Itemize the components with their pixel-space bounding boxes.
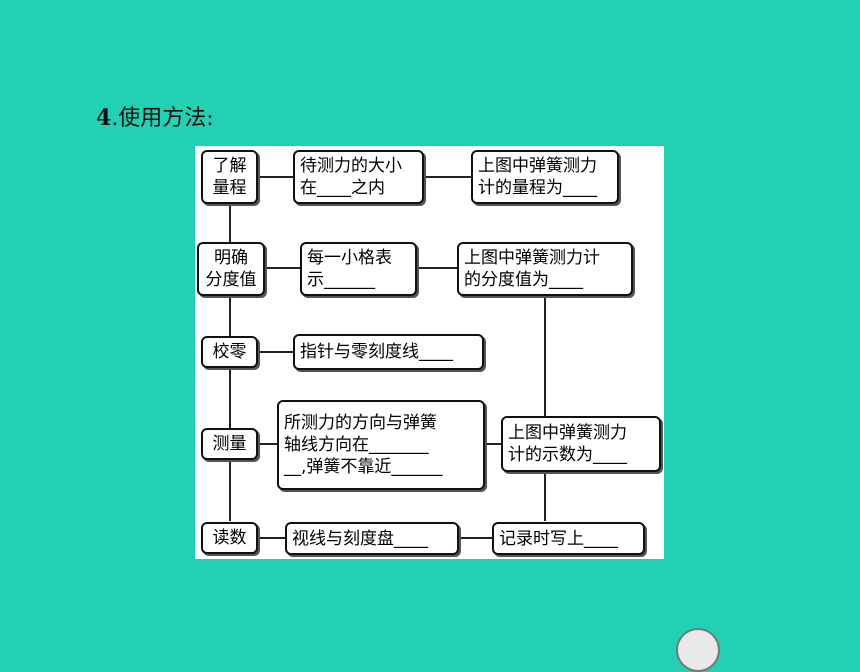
detail-range: 待测力的大小 在____之内 [293,150,424,204]
detail-measure: 所测力的方向与弹簧 轴线方向在_______ __,弹簧不靠近______ [277,400,485,490]
step-measure: 测量 [201,428,258,460]
step-zero: 校零 [201,336,258,368]
step-division: 明确 分度值 [197,242,265,296]
result-reading: 上图中弹簧测力 计的示数为____ [501,416,661,472]
section-heading: 4.使用方法: [96,100,214,132]
corner-decoration [676,628,720,672]
detail-zero: 指针与零刻度线____ [293,334,484,370]
result-record: 记录时写上____ [492,522,645,555]
flowchart-panel: 了解 量程 明确 分度值 校零 测量 读数 待测力的大小 在____之内 每一小… [195,146,664,559]
detail-division: 每一小格表 示______ [300,242,417,296]
section-number: 4 [96,105,112,131]
result-range: 上图中弹簧测力 计的量程为____ [471,150,619,204]
detail-read: 视线与刻度盘____ [285,522,459,555]
result-division: 上图中弹簧测力计 的分度值为____ [457,242,633,296]
step-read: 读数 [201,522,258,554]
section-title: .使用方法: [111,106,214,131]
step-range: 了解 量程 [201,150,258,204]
